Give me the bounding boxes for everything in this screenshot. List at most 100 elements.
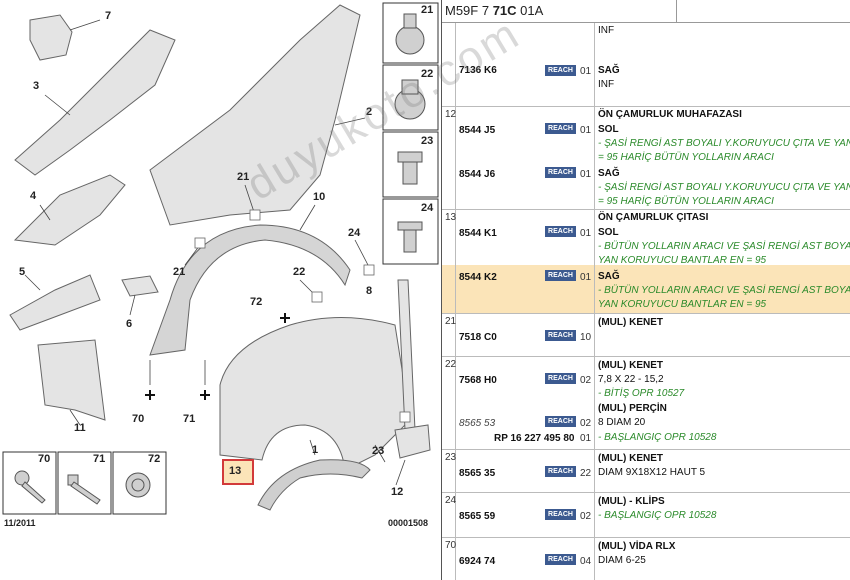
- part-note: - BİTİŞ OPR 10527: [598, 388, 685, 399]
- part-note: - ŞASİ RENGİ AST BOYALI Y.KORUYUCU ÇITA …: [598, 138, 850, 149]
- parts-header: M59F 7 71C 01A: [442, 0, 850, 23]
- part-note: - ŞASİ RENGİ AST BOYALI Y.KORUYUCU ÇITA …: [598, 182, 850, 193]
- part-ref-7518C0[interactable]: 7518 C0: [459, 332, 497, 343]
- inset-num-23: 23: [421, 135, 434, 147]
- part-title: (MUL) KENET: [598, 360, 663, 371]
- group-number: 23: [445, 452, 457, 463]
- part-ref-8544K2[interactable]: 8544 K2: [459, 272, 497, 283]
- part-6-bracket: [121, 275, 159, 297]
- callout-11: 11: [74, 422, 86, 434]
- group-number: 22: [445, 359, 457, 370]
- part-10-liner: [149, 224, 351, 356]
- group-23: 23 (MUL) KENET 8565 35 REACH 22 DIAM 9X1…: [442, 450, 850, 493]
- part-title: (MUL) - KLİPS: [598, 496, 665, 507]
- part-side: SAĞ: [598, 65, 620, 76]
- part-4-panel: [13, 174, 126, 246]
- group-number: 12: [445, 109, 457, 120]
- callout-22: 22: [293, 266, 306, 278]
- part-title: (MUL) KENET: [598, 453, 663, 464]
- part-12-piece: [394, 424, 431, 459]
- group-number: 24: [445, 495, 457, 506]
- callout-12: 12: [391, 486, 404, 498]
- part-qty: 01: [580, 169, 592, 180]
- callout-7: 7: [105, 10, 112, 22]
- note-inf: INF: [598, 79, 615, 90]
- callout-1: 1: [312, 444, 319, 456]
- reach-badge[interactable]: REACH: [545, 554, 576, 565]
- reach-badge[interactable]: REACH: [545, 226, 576, 237]
- note-inf: INF: [598, 25, 615, 36]
- part-13-trim: [257, 459, 371, 511]
- diagram-doc-number: 00001508: [388, 518, 429, 528]
- callout-8: 8: [366, 285, 373, 297]
- group-21: 21 (MUL) KENET 7518 C0 REACH 10: [442, 314, 850, 357]
- callout-6: 6: [126, 318, 133, 330]
- reach-badge[interactable]: REACH: [545, 65, 576, 76]
- reach-badge[interactable]: REACH: [545, 373, 576, 384]
- part-ref-7136K6[interactable]: 7136 K6: [459, 65, 497, 76]
- diagram-date: 11/2011: [4, 518, 36, 528]
- part-note: - BÜTÜN YOLLARIN ARACI VE ŞASİ RENGİ AST…: [598, 285, 850, 296]
- inset-num-22: 22: [421, 68, 434, 80]
- part-note: - BÜTÜN YOLLARIN ARACI VE ŞASİ RENGİ AST…: [598, 241, 850, 252]
- reach-badge[interactable]: REACH: [545, 416, 576, 427]
- part-qty: 10: [580, 332, 592, 343]
- highlight-box-13: [222, 459, 254, 485]
- callout-21a: 21: [237, 171, 250, 183]
- group-24: 24 (MUL) - KLİPS 8565 59 REACH 02 - BAŞL…: [442, 493, 850, 538]
- part-title: (MUL) KENET: [598, 317, 663, 328]
- reach-badge[interactable]: REACH: [545, 509, 576, 520]
- part-title: ÖN ÇAMURLUK ÇITASI: [598, 212, 709, 223]
- parts-list: M59F 7 71C 01A INF 7136 K6 REACH 01 SAĞ …: [441, 0, 850, 580]
- part-side: SAĞ: [598, 271, 620, 282]
- part-7-bracket: [29, 14, 73, 61]
- part-qty: 22: [580, 468, 592, 479]
- part-qty: 04: [580, 556, 592, 567]
- part-3-rail: [14, 29, 176, 176]
- group-number: 21: [445, 316, 457, 327]
- part-ref-8544J5[interactable]: 8544 J5: [459, 125, 496, 136]
- part-ref-856559[interactable]: 8565 59: [459, 511, 496, 522]
- part-ref-8544J6[interactable]: 8544 J6: [459, 169, 496, 180]
- part-ref-8544K1[interactable]: 8544 K1: [459, 228, 497, 239]
- group-top: INF 7136 K6 REACH 01 SAĞ INF: [442, 23, 850, 107]
- row-highlight: [442, 265, 850, 313]
- part-side: SOL: [598, 124, 619, 135]
- part-note: - BAŞLANGIÇ OPR 10528: [598, 510, 717, 521]
- part-title: ÖN ÇAMURLUK MUHAFAZASI: [598, 109, 742, 120]
- part-ref-856535[interactable]: 8565 35: [459, 468, 496, 479]
- callout-72: 72: [250, 296, 263, 308]
- part-ref-rp[interactable]: RP 16 227 495 80: [494, 433, 575, 444]
- callout-23: 23: [372, 445, 385, 457]
- part-qty: 01: [580, 228, 592, 239]
- bottom-num-71: 71: [93, 453, 106, 465]
- group-22: 22 (MUL) KENET 7568 H0 REACH 02 7,8 X 22…: [442, 357, 850, 450]
- callout-4: 4: [30, 190, 37, 202]
- callout-5: 5: [19, 266, 26, 278]
- bottom-num-72: 72: [148, 453, 161, 465]
- part-qty: 01: [580, 272, 592, 283]
- part-side: SOL: [598, 227, 619, 238]
- reach-badge[interactable]: REACH: [545, 270, 576, 281]
- reach-badge[interactable]: REACH: [545, 466, 576, 477]
- reach-badge[interactable]: REACH: [545, 330, 576, 341]
- bottom-num-70: 70: [38, 453, 51, 465]
- part-ref-856553[interactable]: 8565 53: [459, 418, 496, 429]
- callout-2: 2: [366, 106, 373, 118]
- part-qty: 02: [580, 375, 592, 386]
- part-title: (MUL) PERÇİN: [598, 403, 667, 414]
- callout-3: 3: [33, 80, 40, 92]
- group-12: 12 ÖN ÇAMURLUK MUHAFAZASI 8544 J5 REACH …: [442, 107, 850, 210]
- reach-badge[interactable]: REACH: [545, 167, 576, 178]
- callout-24: 24: [348, 227, 361, 239]
- group-70: 70 (MUL) VİDA RLX 6924 74 REACH 04 DIAM …: [442, 538, 850, 580]
- group-number: 70: [445, 540, 457, 551]
- header-code: M59F 7 71C 01A: [445, 3, 544, 18]
- part-spec: 8 DIAM 20: [598, 417, 646, 428]
- part-ref-692474[interactable]: 6924 74: [459, 556, 496, 567]
- reach-badge[interactable]: REACH: [545, 123, 576, 134]
- group-number: 13: [445, 212, 457, 223]
- part-ref-7568H0[interactable]: 7568 H0: [459, 375, 497, 386]
- part-spec: DIAM 6-25: [598, 555, 646, 566]
- part-qty: 02: [580, 511, 592, 522]
